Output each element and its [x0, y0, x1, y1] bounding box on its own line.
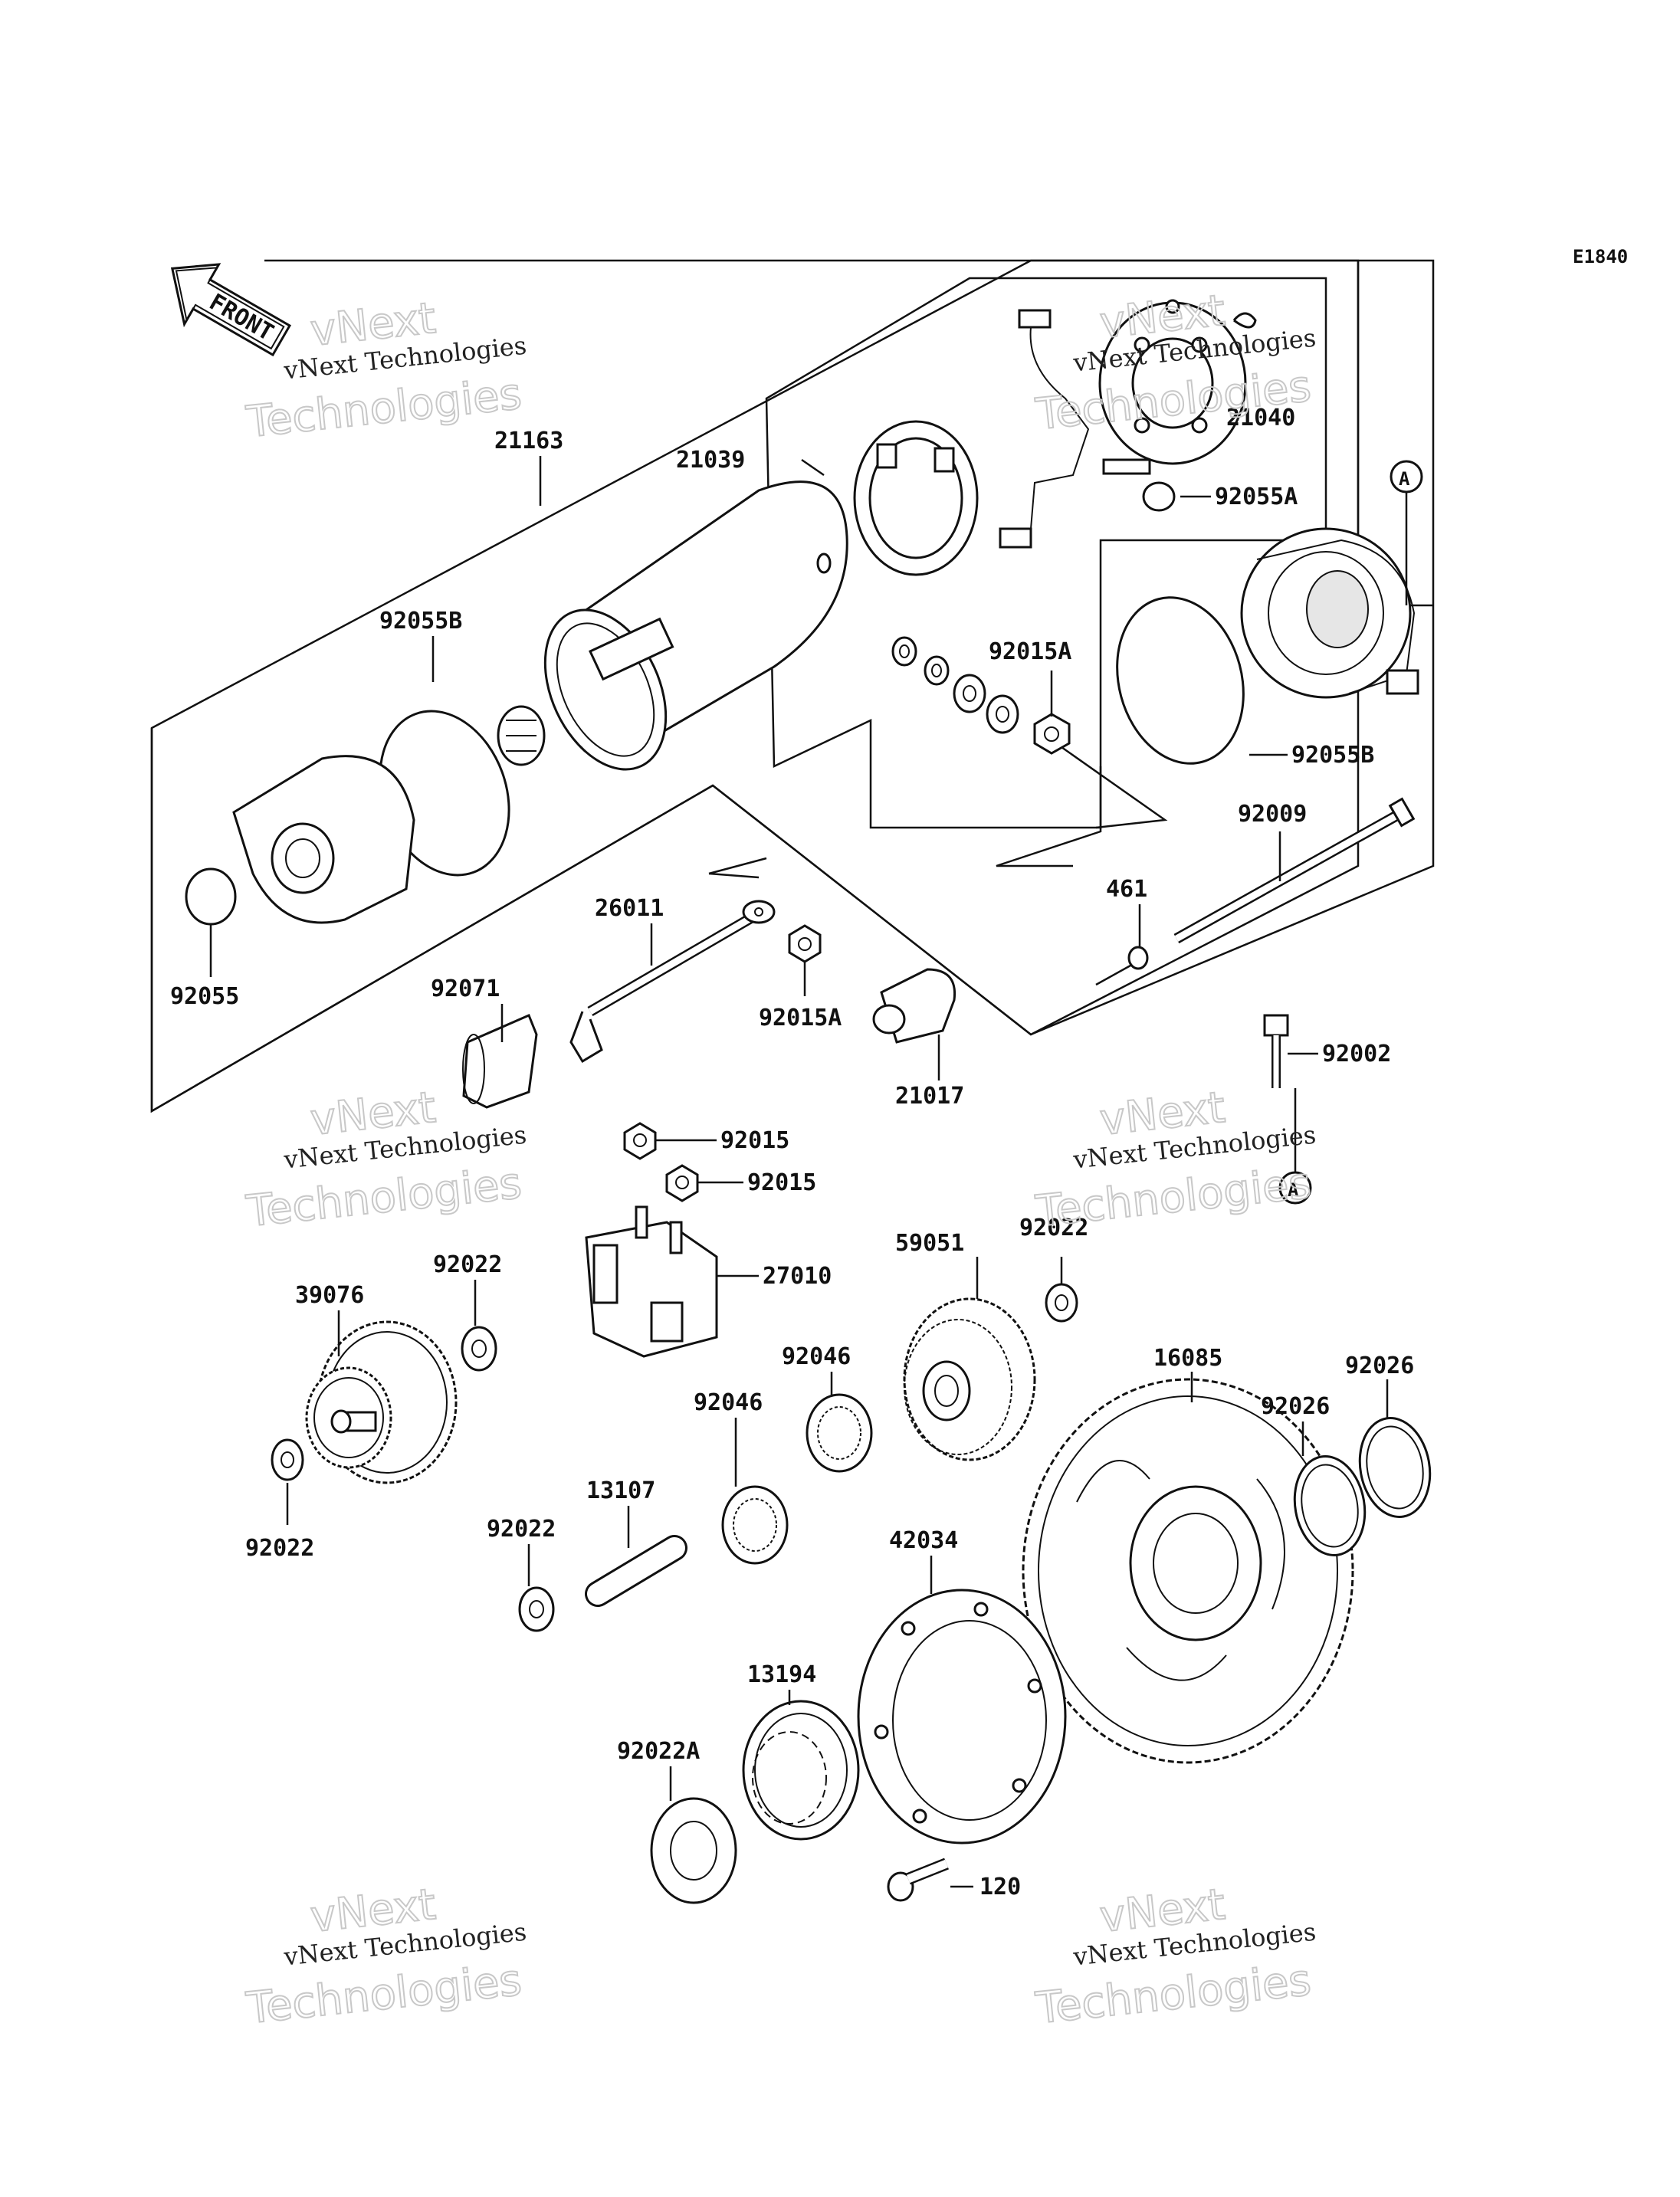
nut-92015A-top: [1033, 713, 1071, 755]
label-92055B-right: 92055B: [1291, 742, 1374, 769]
label-13107: 13107: [586, 1477, 655, 1504]
oring-92055: [185, 867, 237, 926]
front-arrow-icon: FRONT: [170, 263, 292, 357]
ring-92026-b: [1358, 1417, 1432, 1518]
label-92071: 92071: [431, 976, 500, 1002]
bolt-92009: [1173, 797, 1416, 944]
brush-plate-21040: [999, 299, 1257, 549]
gear-39076: [305, 1320, 458, 1484]
label-92002: 92002: [1322, 1041, 1391, 1067]
label-42034: 42034: [889, 1527, 958, 1554]
washers-stack: [891, 636, 1019, 734]
bolt-120: [887, 1858, 949, 1902]
watermark-6: vNext Technologies vNext Technologies: [1032, 1879, 1317, 2035]
label-13194: 13194: [747, 1661, 816, 1688]
svg-text:A: A: [1399, 468, 1410, 490]
washer-92022-d: [518, 1586, 555, 1632]
label-92015-b: 92015: [747, 1169, 816, 1196]
clutch-42034: [857, 1589, 1067, 1844]
label-92022-c: 92022: [1019, 1215, 1088, 1241]
label-120: 120: [979, 1874, 1021, 1900]
washer-92022-b: [271, 1438, 304, 1481]
label-92055A: 92055A: [1215, 484, 1298, 510]
end-cover-rear: [1240, 527, 1419, 699]
watermark-1: vNext Technologies vNext Technologies: [243, 293, 528, 448]
diagram-code: E1840: [1573, 246, 1628, 267]
brush-ring-21039: [853, 420, 979, 576]
label-21039: 21039: [676, 447, 745, 474]
nut-92015-a: [623, 1122, 657, 1160]
label-92022A: 92022A: [617, 1738, 700, 1765]
label-21163: 21163: [494, 428, 563, 454]
bearing-92046-b: [721, 1485, 789, 1565]
label-27010: 27010: [763, 1263, 832, 1290]
label-21017: 21017: [895, 1083, 964, 1110]
label-92046-b: 92046: [694, 1389, 763, 1416]
label-92022-d: 92022: [487, 1516, 556, 1543]
label-92022-b: 92022: [245, 1535, 314, 1562]
oring-92055B-right: [1116, 596, 1245, 765]
label-92026-b: 92026: [1345, 1353, 1414, 1379]
cable-26011: [569, 857, 776, 1064]
washer-92022-a: [461, 1326, 497, 1372]
oring-92055A: [1142, 481, 1176, 512]
label-21040: 21040: [1226, 405, 1295, 431]
outer-frame: [150, 259, 1360, 1113]
label-92046-a: 92046: [782, 1343, 851, 1370]
label-92026-a: 92026: [1261, 1393, 1330, 1420]
motor-housing: [497, 480, 848, 771]
label-59051: 59051: [895, 1230, 964, 1257]
label-92055B-left: 92055B: [379, 608, 462, 635]
label-16085: 16085: [1153, 1345, 1222, 1372]
washer-92022-c: [1045, 1283, 1078, 1323]
label-461: 461: [1106, 876, 1147, 903]
label-92022-a: 92022: [433, 1251, 502, 1278]
label-92015-a: 92015: [720, 1127, 789, 1154]
boot-21017: [872, 968, 956, 1044]
washer-92022A: [650, 1797, 737, 1904]
brush-assembly-outline: [765, 277, 1327, 829]
watermark-4: vNext Technologies vNext Technologies: [1032, 1082, 1317, 1238]
bolt-92002: [1263, 1014, 1289, 1088]
label-92055: 92055: [170, 983, 239, 1010]
shaft-13107: [585, 1535, 687, 1607]
gear-16085: [1022, 1378, 1354, 1764]
ref-marker-a-bottom: A: [1278, 1088, 1312, 1205]
label-26011: 26011: [595, 895, 664, 922]
gear-59051: [903, 1297, 1036, 1461]
nut-92015A-mid: [788, 924, 822, 963]
nut-92015-b: [665, 1164, 699, 1202]
label-92015A-top: 92015A: [989, 638, 1071, 665]
ref-marker-a-top: A: [1390, 460, 1423, 605]
front-cover: [232, 755, 415, 924]
clutch-13194: [742, 1700, 860, 1841]
label-92015A-mid: 92015A: [759, 1005, 842, 1031]
watermark-5: vNext Technologies vNext Technologies: [243, 1879, 528, 2035]
relay-27010: [585, 1205, 718, 1358]
cap-92071: [462, 1014, 538, 1109]
svg-text:A: A: [1288, 1179, 1299, 1201]
leader-lines: [209, 456, 1389, 1888]
bearing-92046-a: [806, 1393, 873, 1473]
label-92009: 92009: [1238, 801, 1307, 828]
washer-461: [1127, 946, 1149, 970]
label-39076: 39076: [295, 1282, 364, 1309]
ring-92026-a: [1293, 1455, 1367, 1556]
